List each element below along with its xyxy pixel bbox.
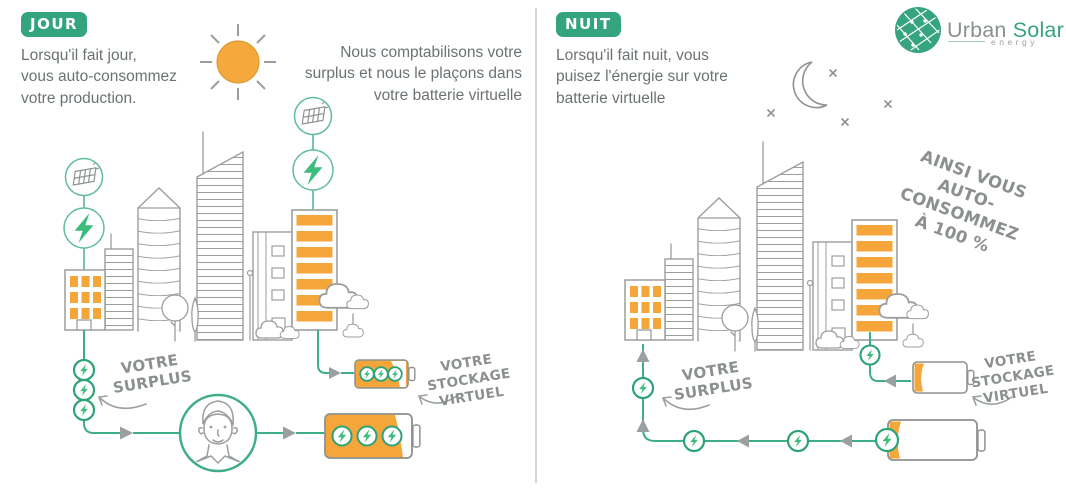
arrow-right-icon: [329, 367, 341, 379]
logo-word-urban: Urban: [947, 18, 1007, 42]
arrow-right-icon: [120, 426, 133, 440]
star-icons: [766, 68, 893, 127]
battery-empty-icon: [887, 419, 986, 461]
solar-panel-logo-icon: [895, 7, 941, 53]
battery-empty-icon: [912, 361, 975, 394]
arrow-left-icon: [737, 434, 749, 448]
arrow-up-icon: [636, 419, 650, 432]
battery-full-icon: [324, 413, 421, 459]
day-energy-flow: [74, 330, 354, 440]
day-scene: [64, 24, 459, 473]
curved-pointer-arrows: [661, 395, 1013, 411]
person-avatar: [178, 393, 258, 473]
lightning-bolt-icon: [293, 150, 333, 190]
lightning-bolt-icon: [874, 427, 900, 453]
day-badge: JOUR: [21, 12, 88, 37]
lightning-bolt-icon: [64, 208, 104, 248]
day-production-left: [64, 157, 104, 270]
night-energy-flow: [633, 332, 911, 451]
night-badge: NUIT: [556, 12, 621, 37]
day-production-right: [293, 96, 333, 210]
curved-pointer-arrows: [97, 394, 459, 410]
logo-tagline: energy: [991, 37, 1038, 47]
arrow-right-icon: [283, 426, 296, 440]
battery-full-icon: [354, 359, 416, 389]
logo-wordmark: Urban Solar: [947, 18, 1064, 43]
night-intro-text: Lorsqu'il fait nuit, vous puisez l'énerg…: [556, 47, 728, 107]
crescent-moon-icon: [792, 61, 828, 109]
night-city-skyline: [625, 142, 928, 351]
sun-icon: [200, 24, 276, 100]
arrow-left-icon: [840, 434, 852, 448]
solar-panel-icon: [64, 157, 104, 197]
logo-word-solar: Solar: [1012, 18, 1064, 42]
logo-divider-line: [948, 41, 985, 42]
arrow-left-icon: [884, 374, 896, 388]
arrow-up-icon: [636, 349, 650, 362]
night-scene: [625, 61, 1013, 461]
day-intro-text: Lorsqu'il fait jour, vous auto-consommez…: [21, 47, 177, 107]
day-note-text: Nous comptabilisons votre surplus et nou…: [304, 44, 522, 104]
